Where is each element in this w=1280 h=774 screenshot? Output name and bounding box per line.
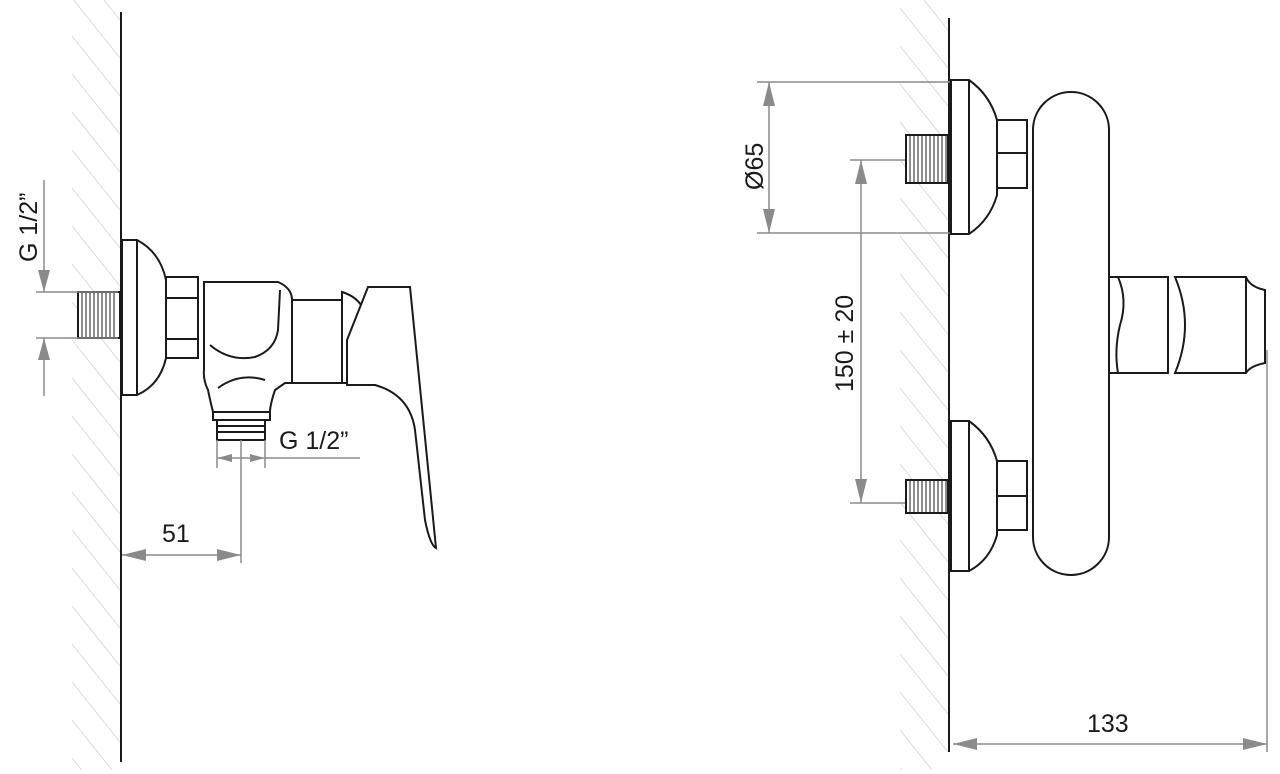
hatch-line — [899, 311, 949, 373]
hatch-line — [899, 197, 949, 259]
hatch-line — [899, 349, 949, 411]
center-distance-label: 150 ± 20 — [831, 295, 859, 392]
hatch-line — [899, 387, 949, 449]
hatch-line — [103, 0, 121, 21]
total-depth-label: 133 — [1087, 710, 1129, 738]
outlet-thread-label: G 1/2” — [279, 427, 348, 455]
hatch-line — [71, 415, 121, 477]
hatch-line — [71, 187, 121, 249]
hatch-line — [899, 767, 902, 771]
hatch-line — [71, 681, 121, 743]
hatch-line — [71, 111, 121, 173]
lever-handle — [341, 286, 438, 550]
inlet-thread-label: G 1/2” — [15, 193, 43, 262]
hatch-line — [71, 757, 82, 771]
hatch-line — [71, 491, 121, 553]
hatch-line — [899, 7, 949, 69]
projection-label: 51 — [162, 520, 190, 548]
escutcheon-diameter-dimension: Ø65 — [741, 81, 950, 234]
projection-dimension: 51 — [122, 440, 242, 563]
hatch-line — [71, 453, 121, 515]
hatch-line — [71, 567, 121, 629]
mixer-body — [202, 281, 343, 421]
hatch-line — [899, 539, 949, 601]
nut — [165, 276, 199, 359]
hatch-line — [71, 225, 121, 287]
outlet-thread — [216, 419, 266, 441]
hatch-line — [899, 653, 949, 715]
wall-hatching-left — [71, 0, 121, 771]
hatch-line — [899, 235, 949, 297]
hatch-line — [71, 339, 121, 401]
handle-front — [1108, 276, 1266, 374]
escutcheon — [121, 239, 167, 396]
hatch-line — [899, 425, 949, 487]
hatch-line — [71, 149, 121, 211]
hatch-line — [71, 73, 121, 135]
hatch-line — [923, 0, 949, 31]
inlet-thread — [77, 291, 121, 339]
total-depth-dimension: 133 — [953, 350, 1268, 752]
hatch-line — [71, 377, 121, 439]
top-inlet — [905, 79, 1028, 235]
center-distance-dimension: 150 ± 20 — [831, 159, 905, 504]
hatch-line — [73, 0, 121, 59]
hatch-line — [899, 273, 949, 335]
hatch-line — [899, 691, 949, 753]
hatch-line — [899, 729, 933, 771]
hatch-line — [899, 615, 949, 677]
mixer-body-front — [1032, 91, 1110, 576]
hatch-line — [899, 577, 949, 639]
hatch-line — [71, 529, 121, 591]
hatch-line — [71, 719, 113, 771]
hatch-line — [71, 643, 121, 705]
hatch-line — [899, 45, 949, 107]
side-view: G 1/2” G 1/2” 51 — [15, 12, 438, 762]
bottom-inlet — [905, 420, 1028, 572]
front-view: Ø65 150 ± 20 133 — [741, 18, 1268, 752]
wall-hatching-right — [899, 0, 949, 771]
inlet-thread-dimension: G 1/2” — [15, 180, 118, 396]
hatch-line — [71, 35, 121, 97]
hatch-line — [71, 605, 121, 667]
escutcheon-diameter-label: Ø65 — [741, 143, 769, 190]
